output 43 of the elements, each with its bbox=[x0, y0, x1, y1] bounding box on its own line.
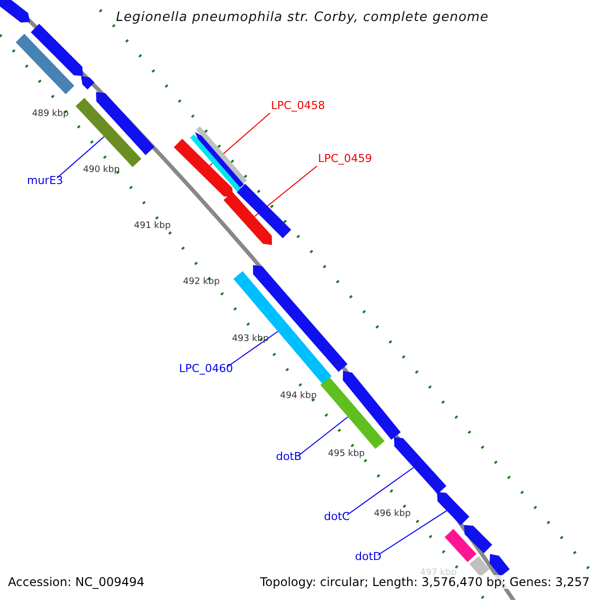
gene-bar bbox=[233, 271, 332, 384]
gene-bar bbox=[437, 492, 470, 526]
gene-bar bbox=[469, 556, 490, 577]
genome-summary-text: Topology: circular; Length: 3,576,470 bp; Genes: 3,257 bbox=[260, 575, 590, 589]
scale-tick-label: 490 kbp bbox=[83, 166, 120, 175]
title: Legionella pneumophila str. Corby, complete genome bbox=[116, 11, 489, 24]
gene-bar bbox=[0, 0, 30, 22]
gene-bar bbox=[16, 34, 74, 94]
gene-bar bbox=[342, 371, 401, 440]
gene-label: dotC bbox=[324, 511, 350, 522]
gene-bar bbox=[224, 192, 272, 245]
gene-bar bbox=[320, 377, 385, 449]
gene-bar bbox=[394, 437, 446, 494]
gene-label: LPC_0459 bbox=[318, 153, 372, 164]
gene-label: dotD bbox=[355, 551, 382, 562]
gene-bar bbox=[236, 184, 292, 238]
gene-bar bbox=[490, 554, 510, 577]
leader-line bbox=[56, 136, 105, 178]
gene-label: murE3 bbox=[27, 175, 64, 186]
scale-tick-label: 495 kbp bbox=[328, 450, 365, 459]
scale-tick-label: 493 kbp bbox=[232, 335, 269, 344]
scale-tick-label: 492 kbp bbox=[183, 278, 220, 287]
scale-tick-label: 496 kbp bbox=[374, 510, 411, 519]
gene-bar bbox=[81, 76, 94, 90]
accession-text: Accession: NC_009494 bbox=[8, 575, 144, 589]
leader-line bbox=[226, 330, 278, 368]
gene-bar bbox=[30, 24, 83, 76]
gene-bar bbox=[444, 528, 476, 562]
scale-tick-label: 491 kbp bbox=[134, 222, 171, 231]
gene-bar bbox=[174, 138, 233, 197]
gene-label: LPC_0460 bbox=[179, 363, 233, 374]
scale-tick-label: 489 kbp bbox=[32, 110, 69, 119]
leader-line bbox=[346, 467, 414, 516]
leader-line bbox=[298, 416, 348, 456]
gene-bar bbox=[96, 92, 154, 156]
gene-bar bbox=[464, 525, 492, 554]
gene-label: dotB bbox=[276, 451, 302, 462]
leader-line bbox=[378, 510, 448, 556]
scale-tick-label: 494 kbp bbox=[280, 392, 317, 401]
gene-bar bbox=[253, 265, 348, 372]
leader-line bbox=[254, 166, 318, 217]
gene-bar bbox=[196, 126, 247, 184]
gene-label: LPC_0458 bbox=[271, 100, 325, 111]
